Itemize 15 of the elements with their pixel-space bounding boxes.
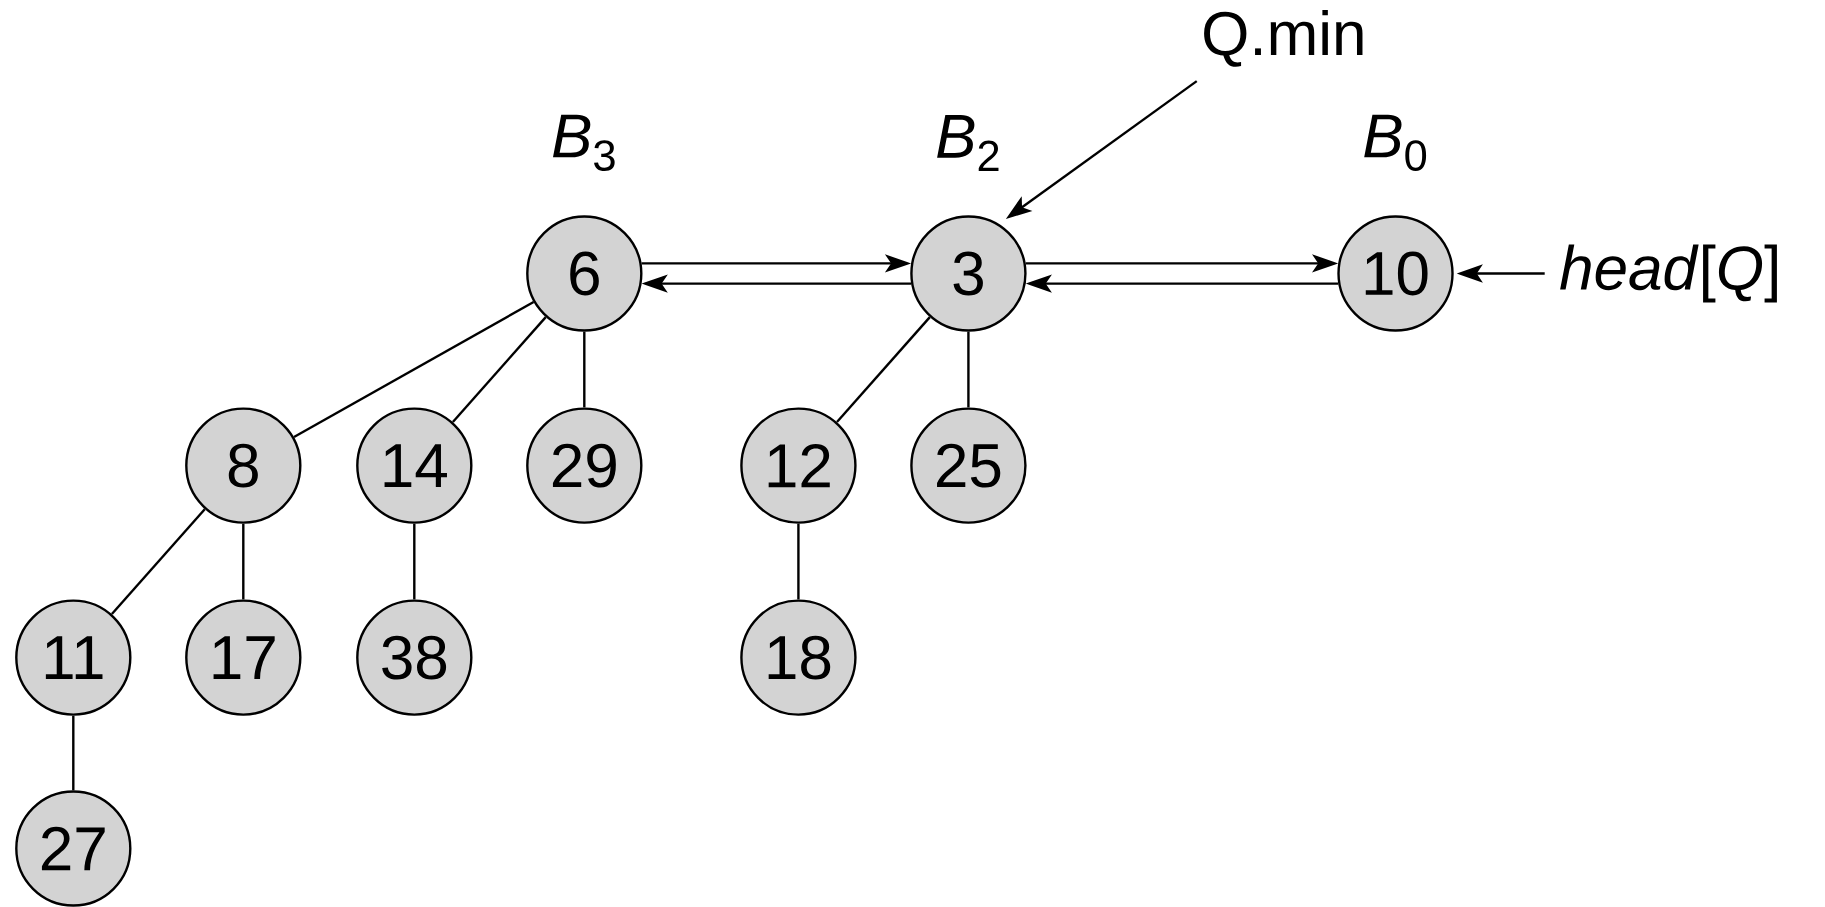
- tree-edge: [242, 523, 245, 600]
- tree-edge: [72, 715, 75, 791]
- tree-edge: [111, 508, 206, 615]
- tree-edge: [293, 301, 535, 439]
- tree-edge: [451, 316, 547, 423]
- tree-edge: [967, 331, 970, 408]
- tree-label: B$_{3}$: [553, 114, 615, 171]
- text-label: Q.min: [1204, 10, 1363, 67]
- tree-edge: [797, 523, 800, 600]
- text-label: head[Q]: [1560, 244, 1777, 303]
- tree-edge: [836, 316, 931, 423]
- tree-label: B$_{0}$: [1364, 114, 1427, 171]
- tree-label: B$_{2}$: [937, 115, 999, 171]
- tree-edge: [413, 523, 416, 600]
- tree-edge: [583, 331, 586, 408]
